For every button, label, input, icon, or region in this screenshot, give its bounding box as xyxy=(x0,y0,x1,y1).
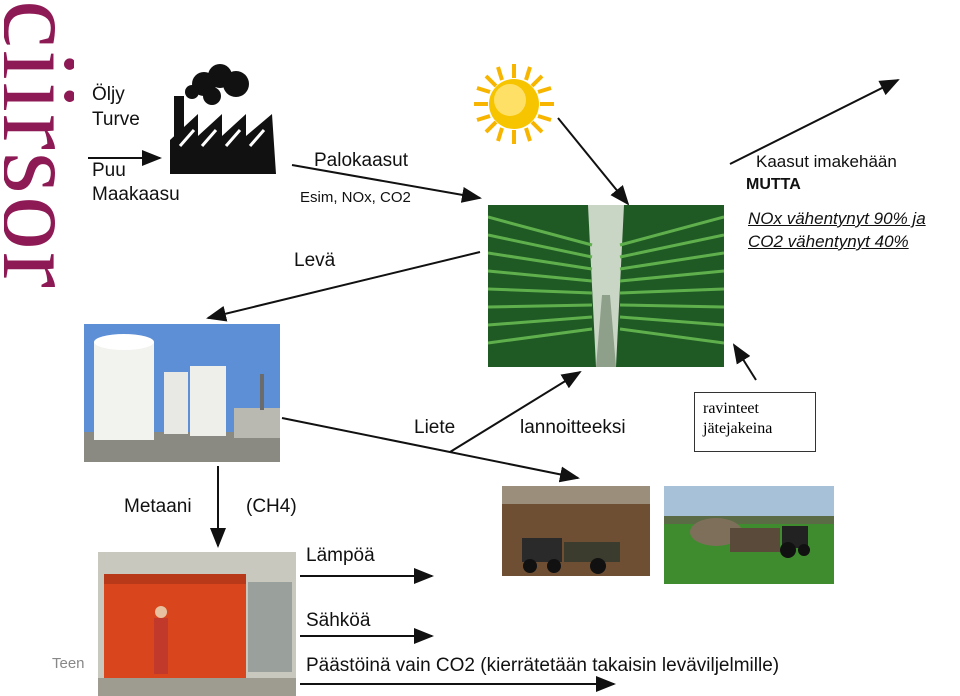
biogas-plant-image xyxy=(84,324,280,462)
nutrients-line-2: jätejakeina xyxy=(703,420,773,437)
label-oljy: Öljy xyxy=(92,84,125,105)
algae-greenhouse-image xyxy=(488,205,724,367)
label-metaani: Metaani xyxy=(124,496,192,517)
label-liete: Liete xyxy=(414,417,456,438)
arrow-nutrients xyxy=(732,343,757,381)
label-palokaasut: Palokaasut xyxy=(314,150,409,171)
label-puu: Puu xyxy=(92,160,126,181)
label-lampoa: Lämpöä xyxy=(306,545,375,566)
label-maakaasu: Maakaasu xyxy=(92,184,180,205)
label-nox: NOx vähentynyt 90% ja xyxy=(748,209,926,228)
footer-text: Teen xyxy=(52,655,85,672)
label-turve: Turve xyxy=(92,109,140,130)
label-paastoina: Päästöinä vain CO2 (kierrätetään takaisi… xyxy=(306,655,780,676)
nutrients-box: ravinteet jätejakeina xyxy=(694,392,816,452)
label-lannoitteeksi: lannoitteeksi xyxy=(520,417,626,438)
label-mutta: MUTTA xyxy=(746,176,801,193)
arrow-sun-to-algae xyxy=(557,117,630,206)
label-kaasut: Kaasut imakehään xyxy=(756,152,897,171)
sun-icon xyxy=(474,64,554,144)
arrow-algae-to-plant xyxy=(206,251,481,322)
factory-icon xyxy=(170,64,276,174)
label-leva: Levä xyxy=(294,250,336,271)
label-sahkoa: Sähköä xyxy=(306,610,371,631)
gas-engine-image xyxy=(98,552,296,696)
field-spreading-image-2 xyxy=(664,486,834,584)
arrow-flue-gas xyxy=(291,164,482,203)
label-co2: CO2 vähentynyt 40% xyxy=(748,232,909,251)
arrow-gas-out xyxy=(729,79,900,165)
field-spreading-image-1 xyxy=(502,486,650,576)
arrow-fertilizer-to-algae xyxy=(449,370,582,453)
nutrients-line-1: ravinteet xyxy=(703,400,759,417)
label-esim: Esim, NOx, CO2 xyxy=(300,189,411,206)
arrow-sludge-to-field xyxy=(281,417,580,483)
label-ch4: (CH4) xyxy=(246,496,297,517)
